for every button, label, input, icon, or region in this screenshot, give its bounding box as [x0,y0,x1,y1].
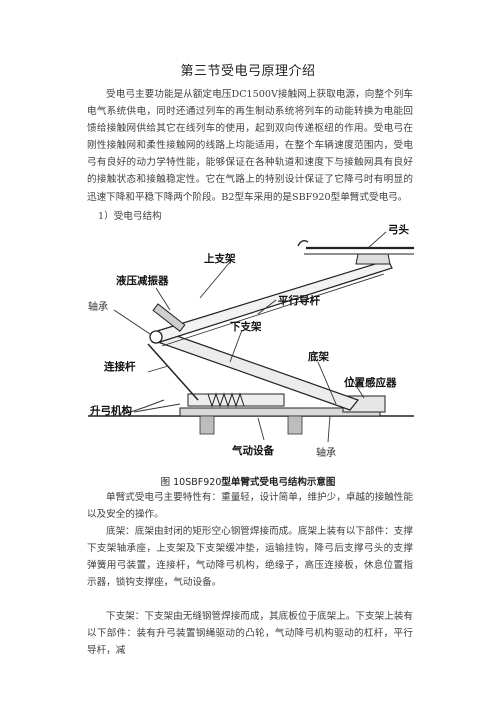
intro-text: 受电弓主要功能是从额定电压DC1500V接触网上获取电源，向整个列车电气系统供电… [87,89,413,203]
intro-paragraph: 受电弓主要功能是从额定电压DC1500V接触网上获取电源，向整个列车电气系统供电… [87,86,413,206]
label-bearing-left: 轴承 [88,300,108,313]
features-text: 单臂式受电弓主要特性有：重量轻，设计简单，维护少，卓越的接触性能以及安全的操作。 [87,492,413,521]
leader-lines [113,231,387,443]
pantograph-structure-diagram: 弓头 上支架 液压减振器 平行导杆 轴承 下支架 连接杆 底架 位置感应器 升弓… [88,223,414,459]
lower-frame-paragraph: 下支架：下支架由无缝钢管焊接而成，其底板位于底架上。下支架上装有以下部件：装有升… [87,608,413,659]
label-base-frame: 底架 [308,350,329,363]
label-position-sensor: 位置感应器 [344,376,397,389]
label-lifting-mechanism: 升弓机构 [90,404,132,417]
air-hose [123,399,165,415]
label-upper-frame: 上支架 [204,252,236,265]
knee-joint [149,330,163,344]
section-heading: 1）受电弓结构 [98,211,162,222]
caption-title: 型单臂式受电弓结构示意图 [221,477,336,488]
connecting-rod-shape [147,343,199,401]
label-bow-head: 弓头 [388,223,409,236]
label-connecting-rod: 连接杆 [104,360,136,373]
parallel-rod-shape [161,273,385,347]
hydraulic-damper-shape [152,303,186,332]
bow-head-shape [297,239,414,265]
label-hydraulic-damper: 液压减振器 [116,274,169,287]
caption-prefix: 图 10SBF920 [160,477,222,488]
label-lower-frame: 下支架 [230,320,262,333]
features-paragraph: 单臂式受电弓主要特性有：重量轻，设计简单，维护少，卓越的接触性能以及安全的操作。 [87,489,413,523]
label-bearing-bottom: 轴承 [316,446,336,459]
lower-frame-text: 下支架：下支架由无缝钢管焊接而成，其底板位于底架上。下支架上装有以下部件：装有升… [87,611,413,657]
figure-caption: 图 10SBF920型单臂式受电弓结构示意图 [0,474,496,488]
page-title: 第三节受电弓原理介绍 [180,64,316,79]
upper-frame-arm [153,259,393,343]
insulators [199,415,303,435]
lifting-spring [187,392,285,408]
base-frame-text: 底架：底架由封闭的矩形空心钢管焊接而成。底架上装有以下部件：支撑下支架轴承座，上… [87,526,413,589]
label-parallel-rod: 平行导杆 [278,294,320,307]
label-pneumatic-device: 气动设备 [231,444,274,457]
base-frame-paragraph: 底架：底架由封闭的矩形空心钢管焊接而成。底架上装有以下部件：支撑下支架轴承座，上… [87,523,413,591]
